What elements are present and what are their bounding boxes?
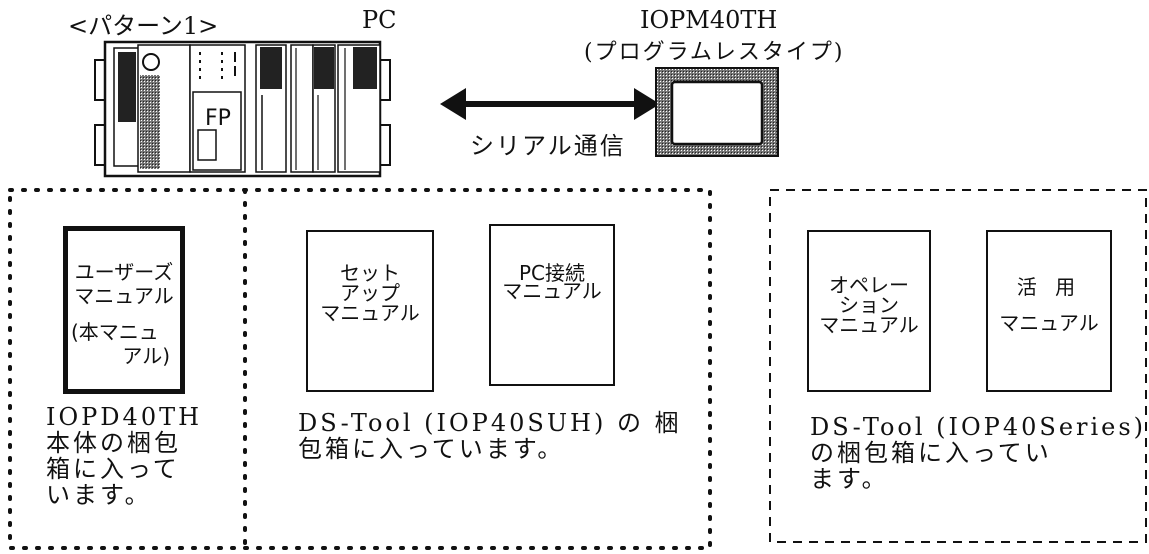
plc-rack-illustration: [94, 40, 391, 178]
manual-title-line: マニュアル: [320, 301, 420, 325]
manual-operation: オペレー ション マニュアル: [807, 230, 931, 392]
note-line: 包箱に入っています。: [298, 435, 565, 463]
manual-title-line: マニュアル: [502, 279, 602, 303]
group1-note: IOPD40TH 本体の梱包 箱に入って います。: [46, 404, 202, 508]
pc-label: PC: [362, 6, 397, 34]
manual-title-line: ション: [839, 293, 899, 317]
manual-title-line: マニュアル: [999, 311, 1099, 335]
manual-setup: セット アップ マニュアル: [306, 230, 434, 392]
note-line: IOPD40TH: [46, 403, 203, 431]
note-line: います。: [46, 481, 152, 509]
note-line: DS-Tool (IOP40Series): [810, 413, 1147, 441]
manual-title-line: (本マニュ: [71, 320, 159, 344]
manual-title-line: PC接続: [518, 261, 586, 285]
note-line: の梱包箱に入ってい: [810, 439, 1052, 467]
device-type-label: (プログラムレスタイプ): [584, 40, 845, 65]
serial-arrow: [440, 88, 660, 120]
fp-module-label: FP: [205, 106, 231, 131]
serial-comm-label: シリアル通信: [470, 132, 626, 160]
manual-title-line: マニュアル: [819, 313, 919, 337]
manual-title-line: アップ: [340, 281, 400, 305]
manual-users: ユーザーズ マニュアル (本マニュ アル): [63, 226, 185, 394]
group2-note: DS-Tool (IOP40SUH) の 梱 包箱に入っています。: [298, 410, 682, 462]
device-model-label: IOPM40TH: [640, 6, 778, 34]
manual-title-line: マニュアル: [74, 284, 174, 308]
group-box-frames: [8, 188, 1147, 550]
manual-title-line: ユーザーズ: [74, 260, 174, 284]
note-line: ます。: [810, 465, 889, 493]
manual-title-line: アル): [122, 344, 170, 368]
manual-title-line: オペレー: [829, 273, 909, 297]
manual-pc-connection: PC接続 マニュアル: [489, 224, 615, 386]
note-line: DS-Tool (IOP40SUH) の 梱: [298, 409, 682, 437]
group3-note: DS-Tool (IOP40Series) の梱包箱に入ってい ます。: [810, 414, 1146, 492]
manual-title-line: セット: [340, 261, 400, 285]
note-line: 箱に入って: [46, 455, 180, 483]
manual-title-line: 活 用: [1016, 275, 1082, 299]
touch-panel-illustration: [655, 67, 779, 157]
note-line: 本体の梱包: [46, 429, 181, 457]
pattern-label: <パターン1>: [68, 12, 219, 40]
manual-utilization: 活 用 マニュアル: [986, 230, 1112, 392]
